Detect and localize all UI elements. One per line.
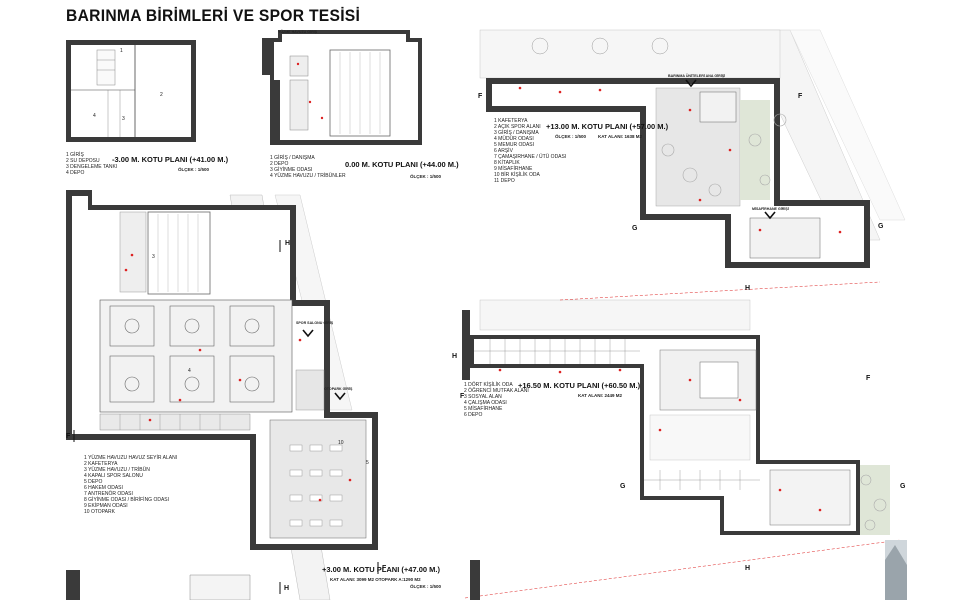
plan-title: 0.00 M. KOTU PLANI (+44.00 M.) <box>345 160 459 169</box>
legend-plus3: 1 YÜZME HAVUZU HAVUZ SEYİR ALANI 2 KAFET… <box>84 455 178 515</box>
entrance-label: SPOR SALONU GİRİŞ <box>296 321 334 325</box>
svg-text:H: H <box>745 565 750 572</box>
plan-scale: ÖLÇEK : 1/500 <box>410 174 442 179</box>
plan-zero <box>262 30 422 145</box>
svg-text:F: F <box>798 93 803 100</box>
room-number: 1 <box>120 48 123 54</box>
entrance-label: OTOPARK GİRİŞ <box>324 387 353 391</box>
svg-text:F: F <box>460 393 465 400</box>
legend-plus13: 1 KAFETERYA 2 AÇIK SPOR ALANI 3 GİRİŞ / … <box>494 118 567 184</box>
room-number: 10 <box>338 440 344 446</box>
legend-plus16: 1 DÖRT KİŞİLİK ODA 2 ÖĞRENCİ MUTFAK ALAN… <box>464 382 529 418</box>
svg-text:G: G <box>900 483 906 490</box>
room-number: 4 <box>188 368 191 374</box>
plan-area: KAT ALANI: 3099 M2 OTOPARK A:1290 M2 <box>330 577 421 582</box>
svg-text:F: F <box>866 375 871 382</box>
plan-title: -3.00 M. KOTU PLANI (+41.00 M.) <box>112 155 229 164</box>
plan-partial-bottom <box>66 540 907 600</box>
room-number: 4 <box>93 113 96 119</box>
plan-scale: ÖLÇEK : 1/500 <box>410 584 442 589</box>
plan-area: KAT ALANI: 2449 M2 <box>578 393 623 398</box>
sheet-title: BARINMA BİRİMLERİ VE SPOR TESİSİ <box>66 6 361 25</box>
plan-title: +16.50 M. KOTU PLANI (+60.50 M.) <box>518 381 641 390</box>
section-marks: H H F F F F G G H H F F G G H <box>66 93 906 594</box>
svg-text:G: G <box>632 225 638 232</box>
plan-title: +13.00 M. KOTU PLANI (+57.00 M.) <box>546 122 669 131</box>
plan-plus13 <box>479 29 870 268</box>
svg-text:G: G <box>620 483 626 490</box>
svg-text:H: H <box>284 585 289 592</box>
svg-text:H: H <box>452 353 457 360</box>
plan-title: +3.00 M. KOTU PLANI (+47.00 M.) <box>322 565 440 574</box>
svg-text:F: F <box>382 565 387 572</box>
room-number: 3 <box>122 116 125 122</box>
room-number: 5 <box>366 460 369 466</box>
svg-text:H: H <box>745 285 750 292</box>
entrance-label: YÜZME HAVUZU GİRİŞ <box>278 30 318 34</box>
plan-scale: ÖLÇEK : 1/500 <box>555 134 587 139</box>
svg-text:F: F <box>478 93 483 100</box>
entrance-label: BARINMA ÜNİTELERİ ANA GİRİŞİ <box>668 74 726 78</box>
plan-area: KAT ALANI: 1638 M2 <box>598 134 643 139</box>
plan-minus3 <box>66 40 196 142</box>
legend-zero: 1 GİRİŞ / DANIŞMA 2 DEPO 3 GİYİNME ODASI… <box>270 155 346 179</box>
room-number: 3 <box>152 254 155 260</box>
svg-text:F: F <box>66 433 71 440</box>
svg-text:G: G <box>878 223 884 230</box>
room-number: 2 <box>160 92 163 98</box>
entrance-label: MİSAFİRHANE GİRİŞİ <box>752 207 789 211</box>
plan-plus3 <box>66 190 378 550</box>
legend-minus3: 1 GİRİŞ 2 SU DEPOSU 3 DENGELEME TANKI 4 … <box>66 152 118 176</box>
plan-scale: ÖLÇEK : 1/500 <box>178 167 210 172</box>
plan-plus16 <box>462 281 901 599</box>
svg-text:H: H <box>285 240 290 247</box>
